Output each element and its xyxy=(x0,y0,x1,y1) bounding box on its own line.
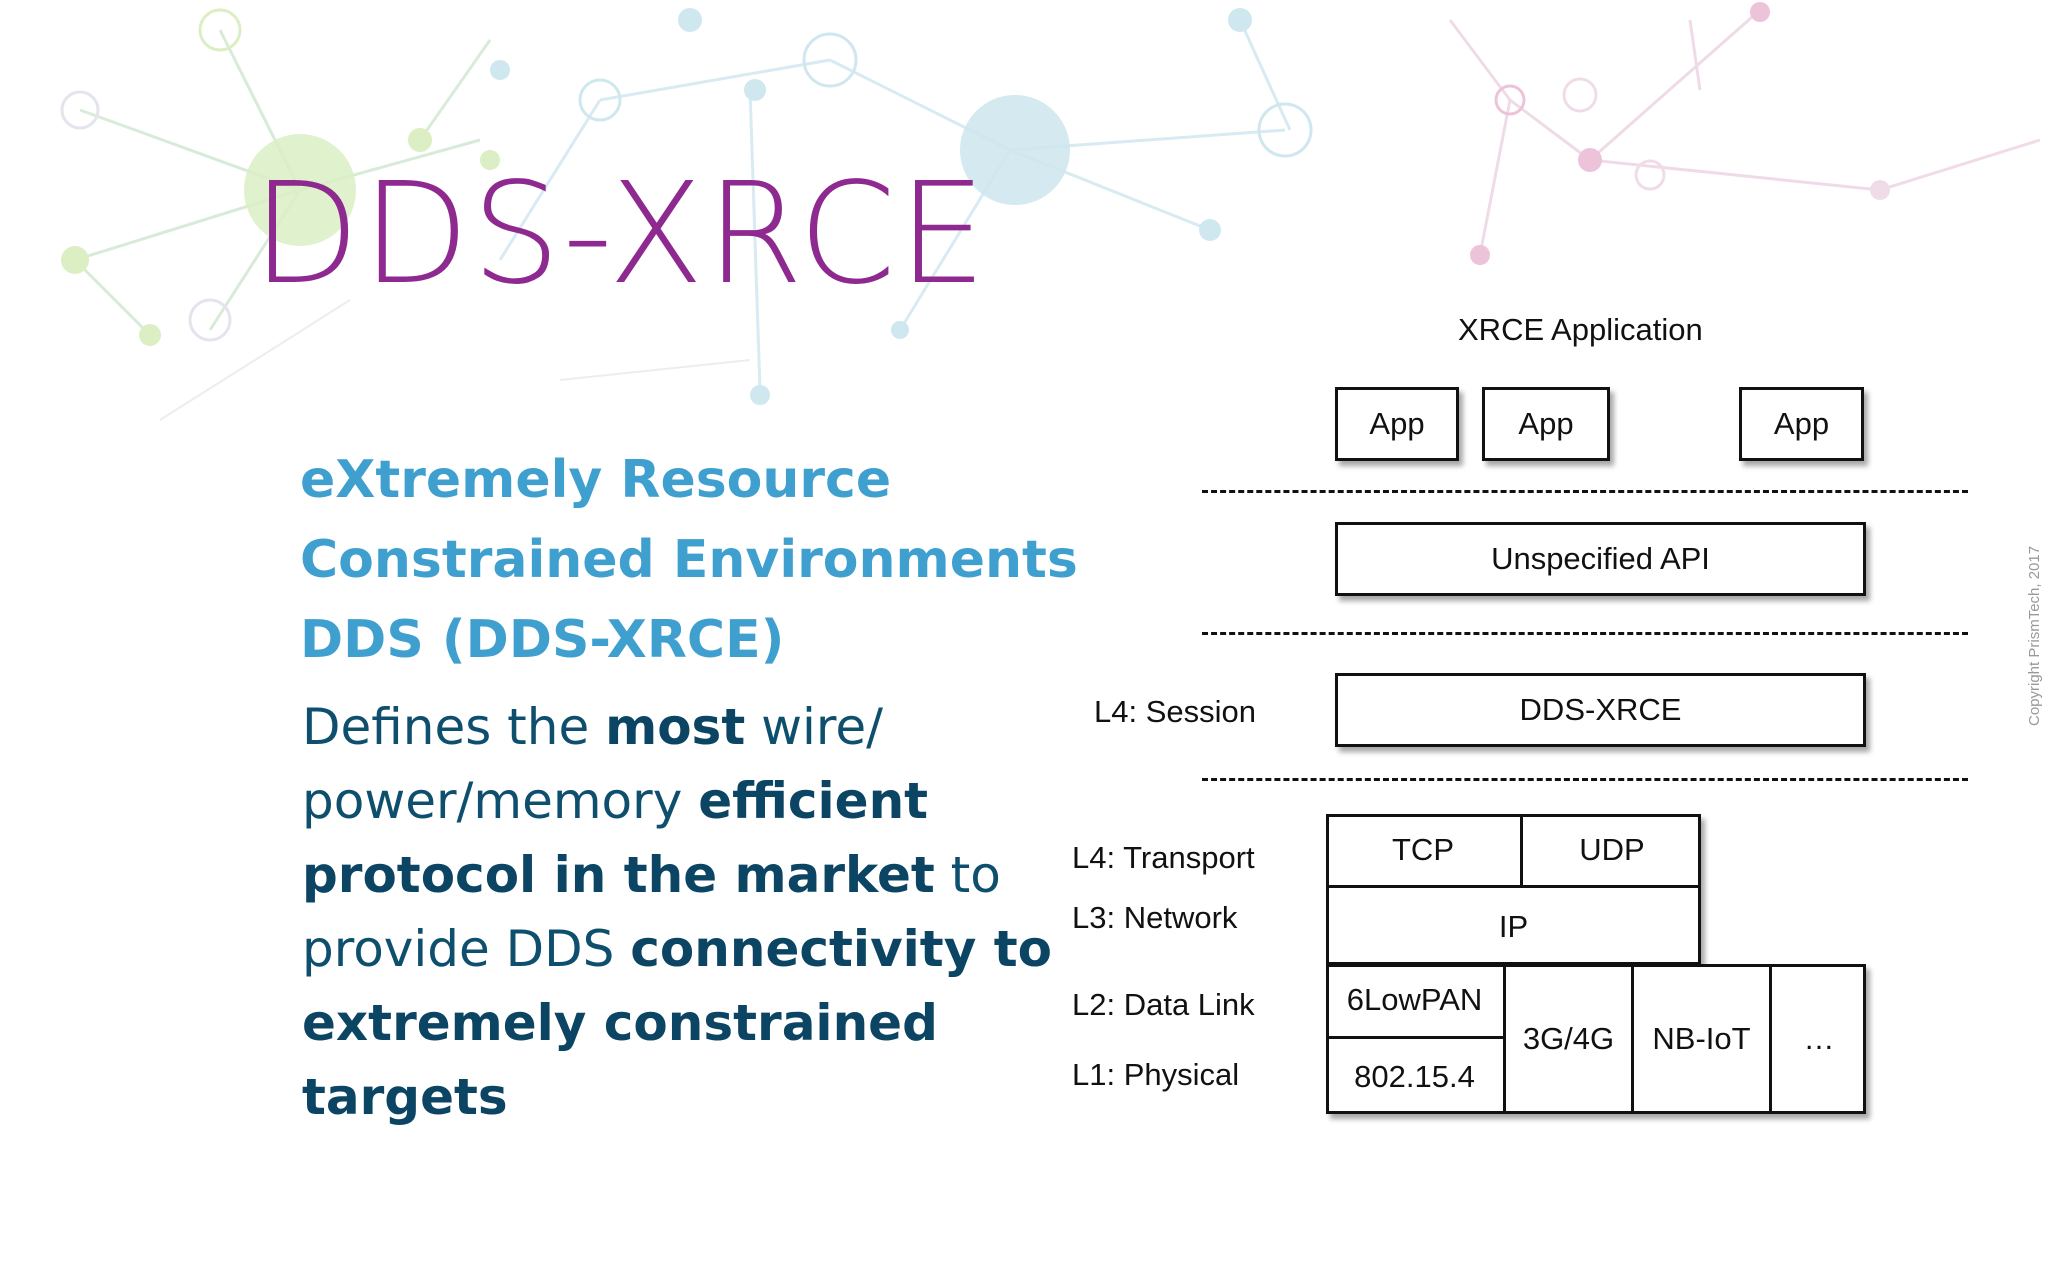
api-box: Unspecified API xyxy=(1335,522,1866,596)
cellular-cell: 3G/4G xyxy=(1506,964,1634,1114)
nbiot-cell: NB-IoT xyxy=(1634,964,1772,1114)
subtitle-line-2: Constrained Environments xyxy=(300,530,1078,590)
dds-xrce-box: DDS-XRCE xyxy=(1335,673,1866,747)
sixlowpan-cell: 6LowPAN xyxy=(1326,964,1506,1039)
app-box-2: App xyxy=(1482,387,1610,461)
layer-divider xyxy=(1202,490,1968,493)
transport-network-box xyxy=(1326,814,1701,965)
subtitle-line-3: DDS (DDS-XRCE) xyxy=(300,610,785,670)
description-segment: wire/ power/memory xyxy=(302,698,883,830)
app-box-3: App xyxy=(1739,387,1864,461)
copyright-note: Copyright PrismTech, 2017 xyxy=(2026,545,2043,726)
layer-label-network: L3: Network xyxy=(1072,900,1238,935)
app-box-1: App xyxy=(1335,387,1459,461)
description-paragraph: Defines the most wire/ power/memory effi… xyxy=(302,690,1062,1134)
layer-divider xyxy=(1202,778,1968,781)
subtitle-line-1: eXtremely Resource xyxy=(300,450,892,510)
ip-cell: IP xyxy=(1498,908,1529,944)
layer-divider xyxy=(1202,632,1968,635)
tcp-cell: TCP xyxy=(1326,814,1523,888)
description-emphasis: efficient protocol in the market xyxy=(302,772,935,904)
page-title: DDS-XRCE xyxy=(252,153,989,316)
more-cell: … xyxy=(1803,1021,1835,1056)
ieee802154-cell: 802.15.4 xyxy=(1326,1039,1506,1114)
diagram-heading: XRCE Application xyxy=(1458,312,1703,347)
link-physical-box xyxy=(1326,964,1866,1114)
udp-cell: UDP xyxy=(1523,814,1701,888)
layer-label-session: L4: Session xyxy=(1094,694,1256,729)
layer-label-transport: L4: Transport xyxy=(1072,840,1255,875)
description-segment: Defines the xyxy=(302,698,606,756)
layer-label-datalink: L2: Data Link xyxy=(1072,987,1255,1022)
description-emphasis: connectivity to extremely constrained ta… xyxy=(302,920,1052,1126)
layer-label-physical: L1: Physical xyxy=(1072,1057,1240,1092)
description-emphasis: most xyxy=(605,698,746,756)
description-segment: to provide DDS xyxy=(302,846,1001,978)
